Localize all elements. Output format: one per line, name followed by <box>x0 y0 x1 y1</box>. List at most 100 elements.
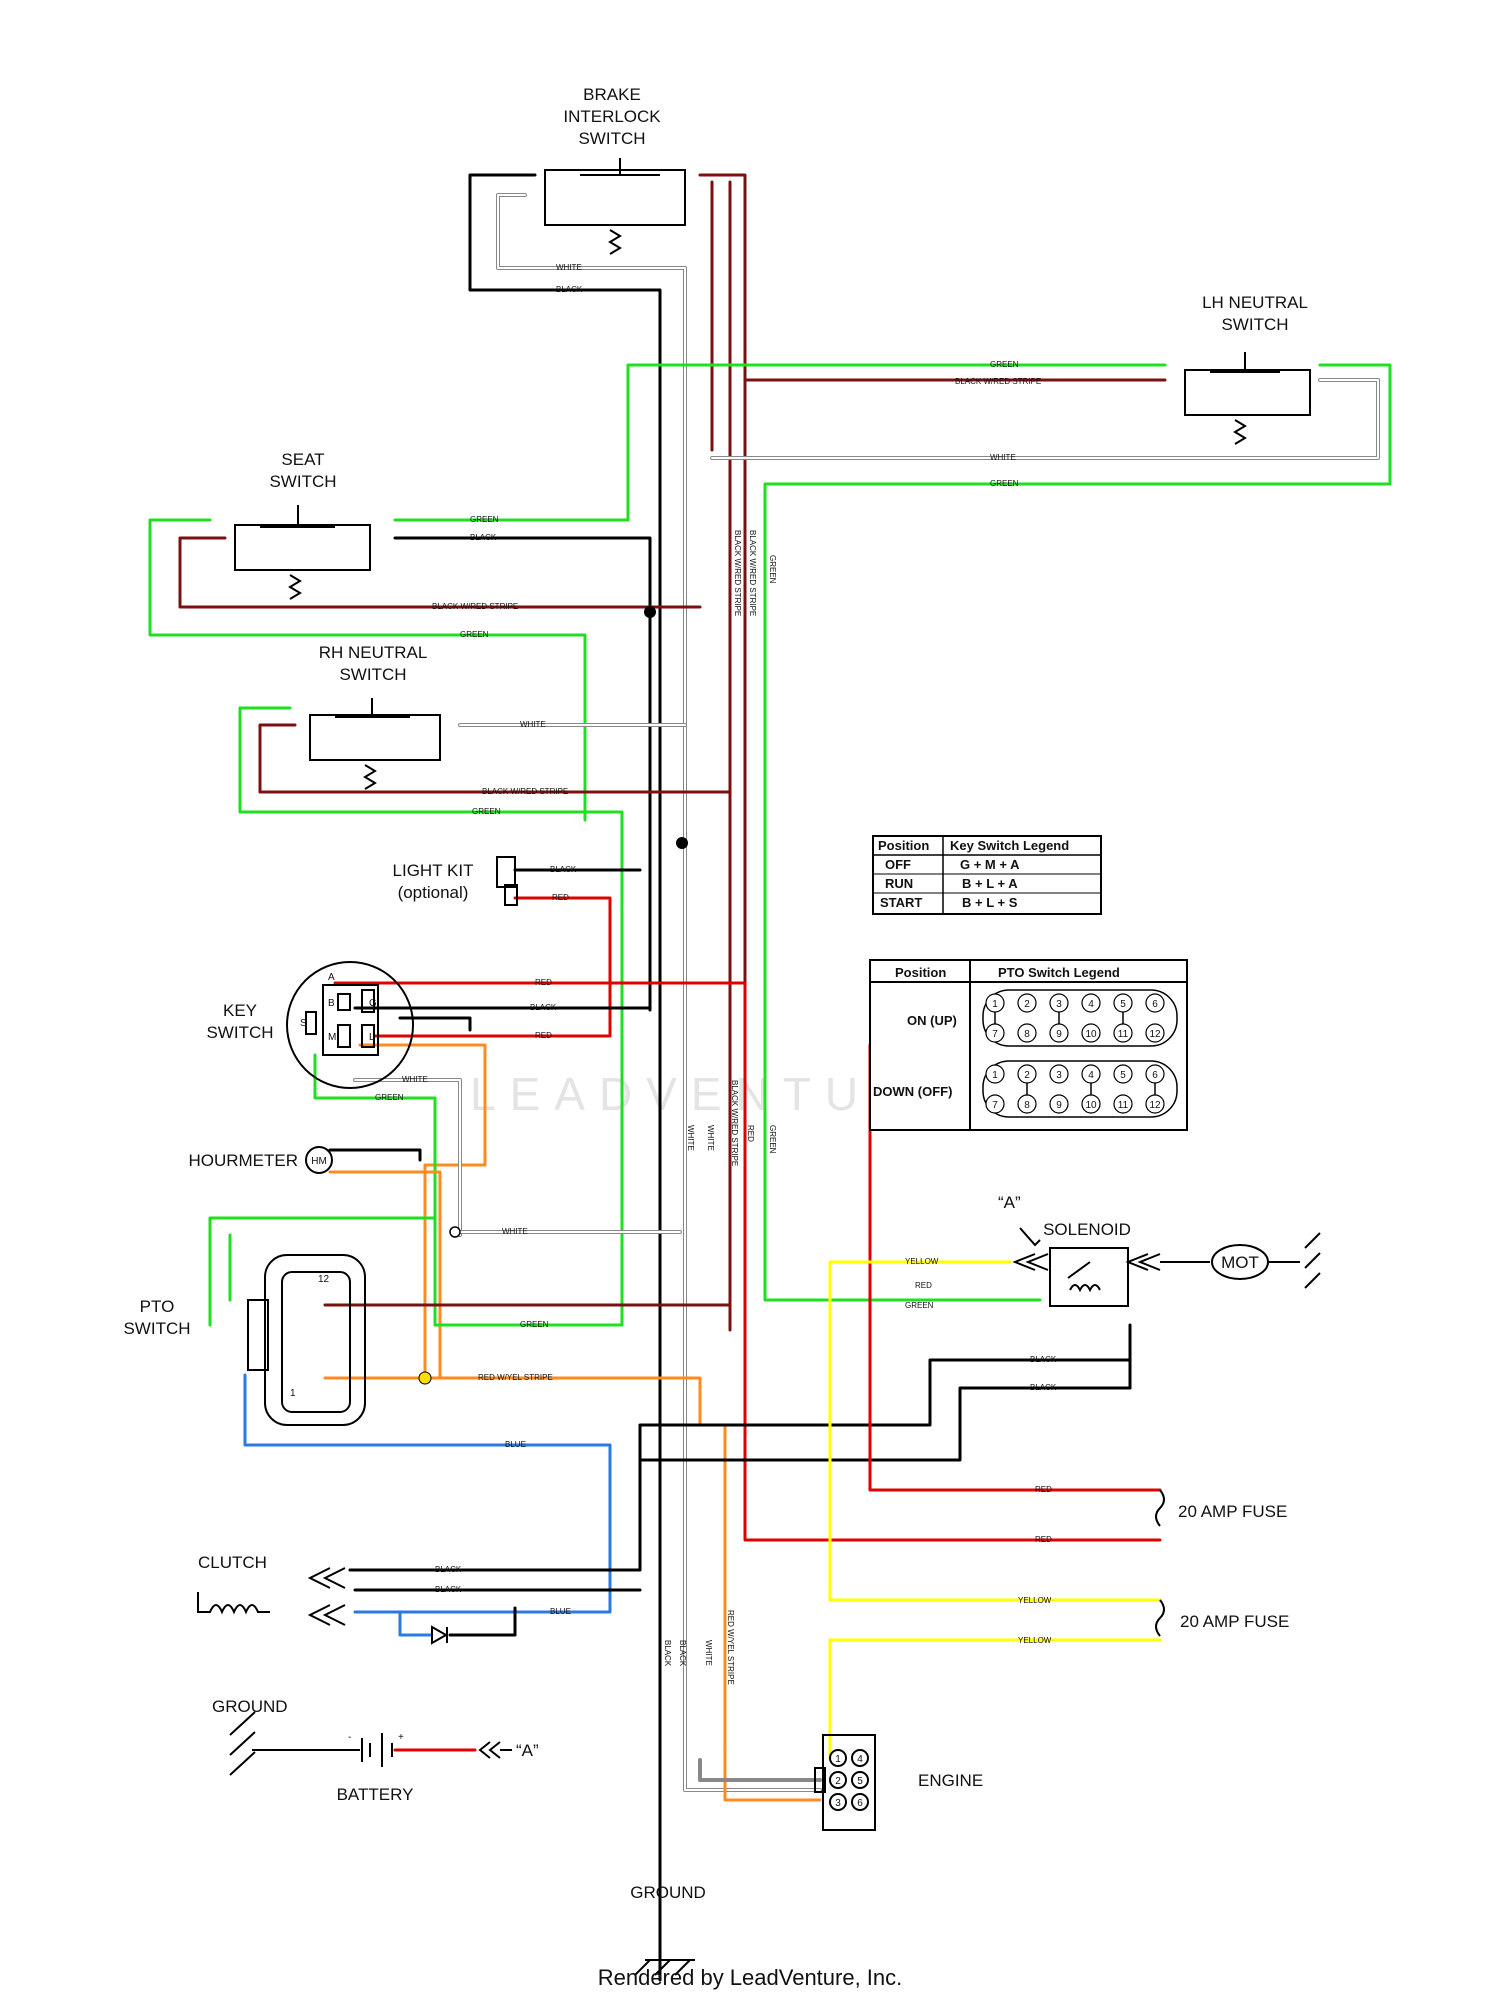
engine-label: ENGINE <box>918 1771 983 1790</box>
wl-blue-2: BLUE <box>550 1607 571 1616</box>
pto-legend-pin-label: 10 <box>1085 1029 1097 1040</box>
seat-label-1: SEAT <box>281 450 324 469</box>
wl-green-6: GREEN <box>375 1093 404 1102</box>
engine-connector: 1 4 2 5 3 6 ENGINE <box>814 1734 983 1831</box>
pto-legend-header-legend: PTO Switch Legend <box>998 965 1120 980</box>
pto-legend-pin <box>1145 1023 1165 1043</box>
brake-label-2: INTERLOCK <box>563 107 661 126</box>
wl-yellow-3: YELLOW <box>1018 1636 1052 1645</box>
key-legend-row-2-val: B + L + A <box>962 876 1018 891</box>
pto-legend-pin-label: 6 <box>1152 1070 1158 1081</box>
ground-bottom: GROUND <box>630 1883 706 1976</box>
wl-red-1: RED <box>552 893 569 902</box>
brake-label-1: BRAKE <box>583 85 641 104</box>
key-terminal-m: M <box>328 1032 336 1043</box>
fuse-1: 20 AMP FUSE <box>1155 1489 1287 1527</box>
wl-red-4: RED <box>915 1281 932 1290</box>
key-terminal-b: B <box>328 998 335 1009</box>
engine-pin-6: 6 <box>857 1798 863 1809</box>
wl-blkred-1: BLACK W/RED STRIPE <box>955 377 1041 386</box>
pto-label-1: PTO <box>140 1297 175 1316</box>
wl-blue-1: BLUE <box>505 1440 526 1449</box>
wl-black-3: BLACK <box>550 865 577 874</box>
pto-legend-pin-label: 11 <box>1118 1029 1129 1040</box>
light-kit-label-2: (optional) <box>398 883 469 902</box>
pto-legend-pin <box>1081 993 1101 1013</box>
ground-bottom-label: GROUND <box>630 1883 706 1902</box>
pto-legend-pin-label: 5 <box>1120 999 1126 1010</box>
wl-blkred-v1: BLACK W/RED STRIPE <box>733 530 742 616</box>
key-legend-row-3-pos: START <box>880 895 922 910</box>
wl-black-5: BLACK <box>1030 1355 1057 1364</box>
engine-pin-4: 4 <box>857 1754 863 1765</box>
pto-legend-pin-label: 2 <box>1024 1070 1030 1081</box>
key-terminal-l: L <box>369 1032 375 1043</box>
pto-legend-pin-label: 1 <box>992 1070 998 1081</box>
pto-legend-pin-label: 9 <box>1056 1029 1062 1040</box>
engine-pin-1: 1 <box>835 1754 841 1765</box>
key-terminal-a: A <box>328 972 335 983</box>
wl-white-v2: WHITE <box>706 1125 715 1151</box>
pto-label-2: SWITCH <box>123 1319 190 1338</box>
wl-black-8: BLACK <box>435 1585 462 1594</box>
wl-yellow-1: YELLOW <box>905 1257 939 1266</box>
pto-legend-pin <box>1113 1094 1133 1114</box>
hourmeter-label: HOURMETER <box>188 1151 298 1170</box>
battery-ref-label: “A” <box>516 1741 539 1760</box>
pto-legend-pin-label: 11 <box>1118 1100 1129 1111</box>
wl-blkred-v3: BLACK W/RED STRIPE <box>730 1080 739 1166</box>
pto-legend-pin <box>1049 1064 1069 1084</box>
pto-legend-pin-label: 5 <box>1120 1070 1126 1081</box>
pto-legend-pin <box>985 1094 1005 1114</box>
key-legend-header-position: Position <box>878 838 929 853</box>
ground-left: GROUND <box>212 1697 360 1776</box>
key-terminal-g: G <box>369 998 377 1009</box>
wl-black-1: BLACK <box>556 285 583 294</box>
wl-redyel-v1: RED W/YEL STRIPE <box>726 1610 735 1685</box>
footer-credit: Rendered by LeadVenture, Inc. <box>598 1965 903 1990</box>
pto-legend-pin-label: 3 <box>1056 1070 1062 1081</box>
hourmeter-symbol: HM <box>311 1156 327 1167</box>
key-switch-legend: Position Key Switch Legend OFF G + M + A… <box>872 835 1102 915</box>
pto-legend-pin-label: 1 <box>992 999 998 1010</box>
wl-white-4: WHITE <box>402 1075 428 1084</box>
engine-pin-3: 3 <box>835 1798 841 1809</box>
key-label-2: SWITCH <box>206 1023 273 1042</box>
wl-red-5: RED <box>1035 1485 1052 1494</box>
wl-white-v3: WHITE <box>704 1640 713 1666</box>
pto-legend-row-2-pos: DOWN (OFF) <box>873 1084 952 1099</box>
wire-black-main <box>468 173 662 1982</box>
pto-legend-pin-label: 8 <box>1024 1100 1030 1111</box>
svg-text:+: + <box>398 1732 404 1743</box>
light-kit: LIGHT KIT (optional) <box>393 856 518 906</box>
wl-red-v1: RED <box>746 1125 755 1142</box>
wl-green-3: GREEN <box>470 515 499 524</box>
wl-black-6: BLACK <box>1030 1383 1057 1392</box>
pto-switch: 12 1 PTO SWITCH <box>123 1254 366 1426</box>
pto-legend-pin-label: 4 <box>1088 999 1094 1010</box>
pto-legend-pin <box>1081 1023 1101 1043</box>
pto-legend-pin-label: 3 <box>1056 999 1062 1010</box>
rh-label-2: SWITCH <box>339 665 406 684</box>
pto-legend-pin <box>1049 1094 1069 1114</box>
wl-green-4: GREEN <box>460 630 489 639</box>
wl-black-v2: BLACK <box>678 1640 687 1667</box>
key-switch: A B G S M L KEY SWITCH <box>206 961 414 1089</box>
pto-legend-pin <box>985 1064 1005 1084</box>
wl-blkred-2: BLACK W/RED STRIPE <box>432 602 518 611</box>
key-legend-row-1-val: G + M + A <box>960 857 1020 872</box>
wl-yellow-2: YELLOW <box>1018 1596 1052 1605</box>
solenoid-ref-label: “A” <box>998 1193 1021 1212</box>
wl-red-3: RED <box>535 1031 552 1040</box>
svg-text:-: - <box>348 1732 351 1743</box>
wl-blkred-v2: BLACK W/RED STRIPE <box>748 530 757 616</box>
key-label-1: KEY <box>223 1001 257 1020</box>
pto-legend-pin-label: 12 <box>1149 1100 1161 1111</box>
pto-legend-pin-label: 12 <box>1149 1029 1161 1040</box>
wl-green-v1: GREEN <box>768 555 777 584</box>
wl-green-2: GREEN <box>990 479 1019 488</box>
key-terminal-s: S <box>300 1018 307 1029</box>
engine-pin-2: 2 <box>835 1776 841 1787</box>
lh-label-2: SWITCH <box>1221 315 1288 334</box>
pto-legend-pin-label: 2 <box>1024 999 1030 1010</box>
